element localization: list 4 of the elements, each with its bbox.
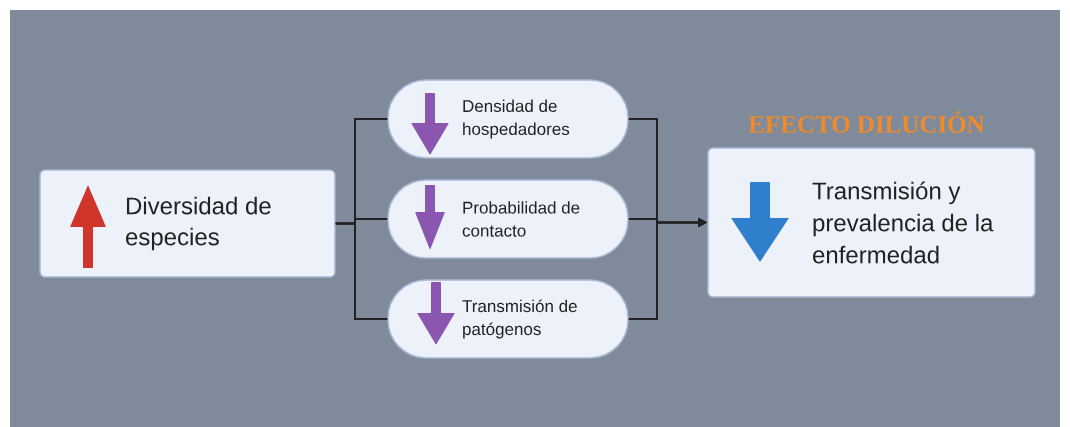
bracket-line [334, 222, 389, 320]
result-box: Transmisión y prevalencia de la enfermedad [707, 147, 1036, 298]
heading-text: EFECTO DILUCIÓN [748, 111, 985, 133]
cause-box: Diversidad de especies [39, 169, 336, 278]
